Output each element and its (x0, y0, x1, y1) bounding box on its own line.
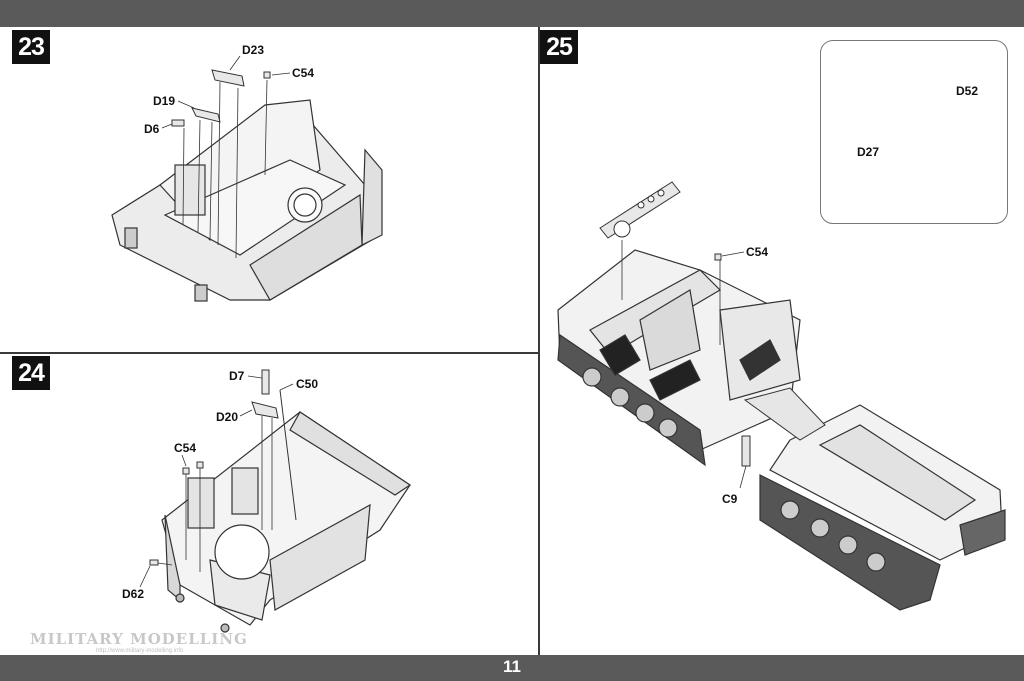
label-c50: C50 (296, 377, 319, 391)
label-d23: D23 (242, 43, 265, 57)
step-23-number: 23 (12, 30, 50, 64)
label-d52: D52 (956, 84, 979, 98)
part-d7-shape (261, 369, 270, 395)
part-d20-shape (251, 401, 279, 419)
label-d27: D27 (857, 145, 880, 159)
top-bar (0, 0, 1024, 27)
part-d19-shape (191, 107, 221, 123)
part-c54-shape (263, 71, 271, 79)
part-c54-shape (714, 253, 722, 261)
step-24-number: 24 (12, 356, 50, 390)
label-d7: D7 (229, 369, 245, 383)
part-d23-shape (211, 69, 245, 87)
label-c54: C54 (174, 441, 197, 455)
watermark-url: http://www.military-modelling.info (96, 648, 184, 654)
label-d6: D6 (144, 122, 160, 136)
label-d20: D20 (216, 410, 239, 424)
label-c54: C54 (746, 245, 769, 259)
label-c9: C9 (722, 492, 738, 506)
page-number: 11 (0, 655, 1024, 681)
part-c50-shape (279, 389, 297, 521)
part-d62-shape (149, 559, 159, 566)
label-d19: D19 (153, 94, 176, 108)
label-d62: D62 (122, 587, 145, 601)
horizontal-divider (0, 352, 538, 354)
step-25-number: 25 (540, 30, 578, 64)
label-c54: C54 (292, 66, 315, 80)
watermark: MILITARY MODELLING (30, 630, 248, 648)
vertical-divider (538, 27, 540, 655)
part-c9-shape (741, 435, 751, 467)
detail-inset (820, 40, 1008, 224)
part-d6-shape (171, 119, 185, 127)
